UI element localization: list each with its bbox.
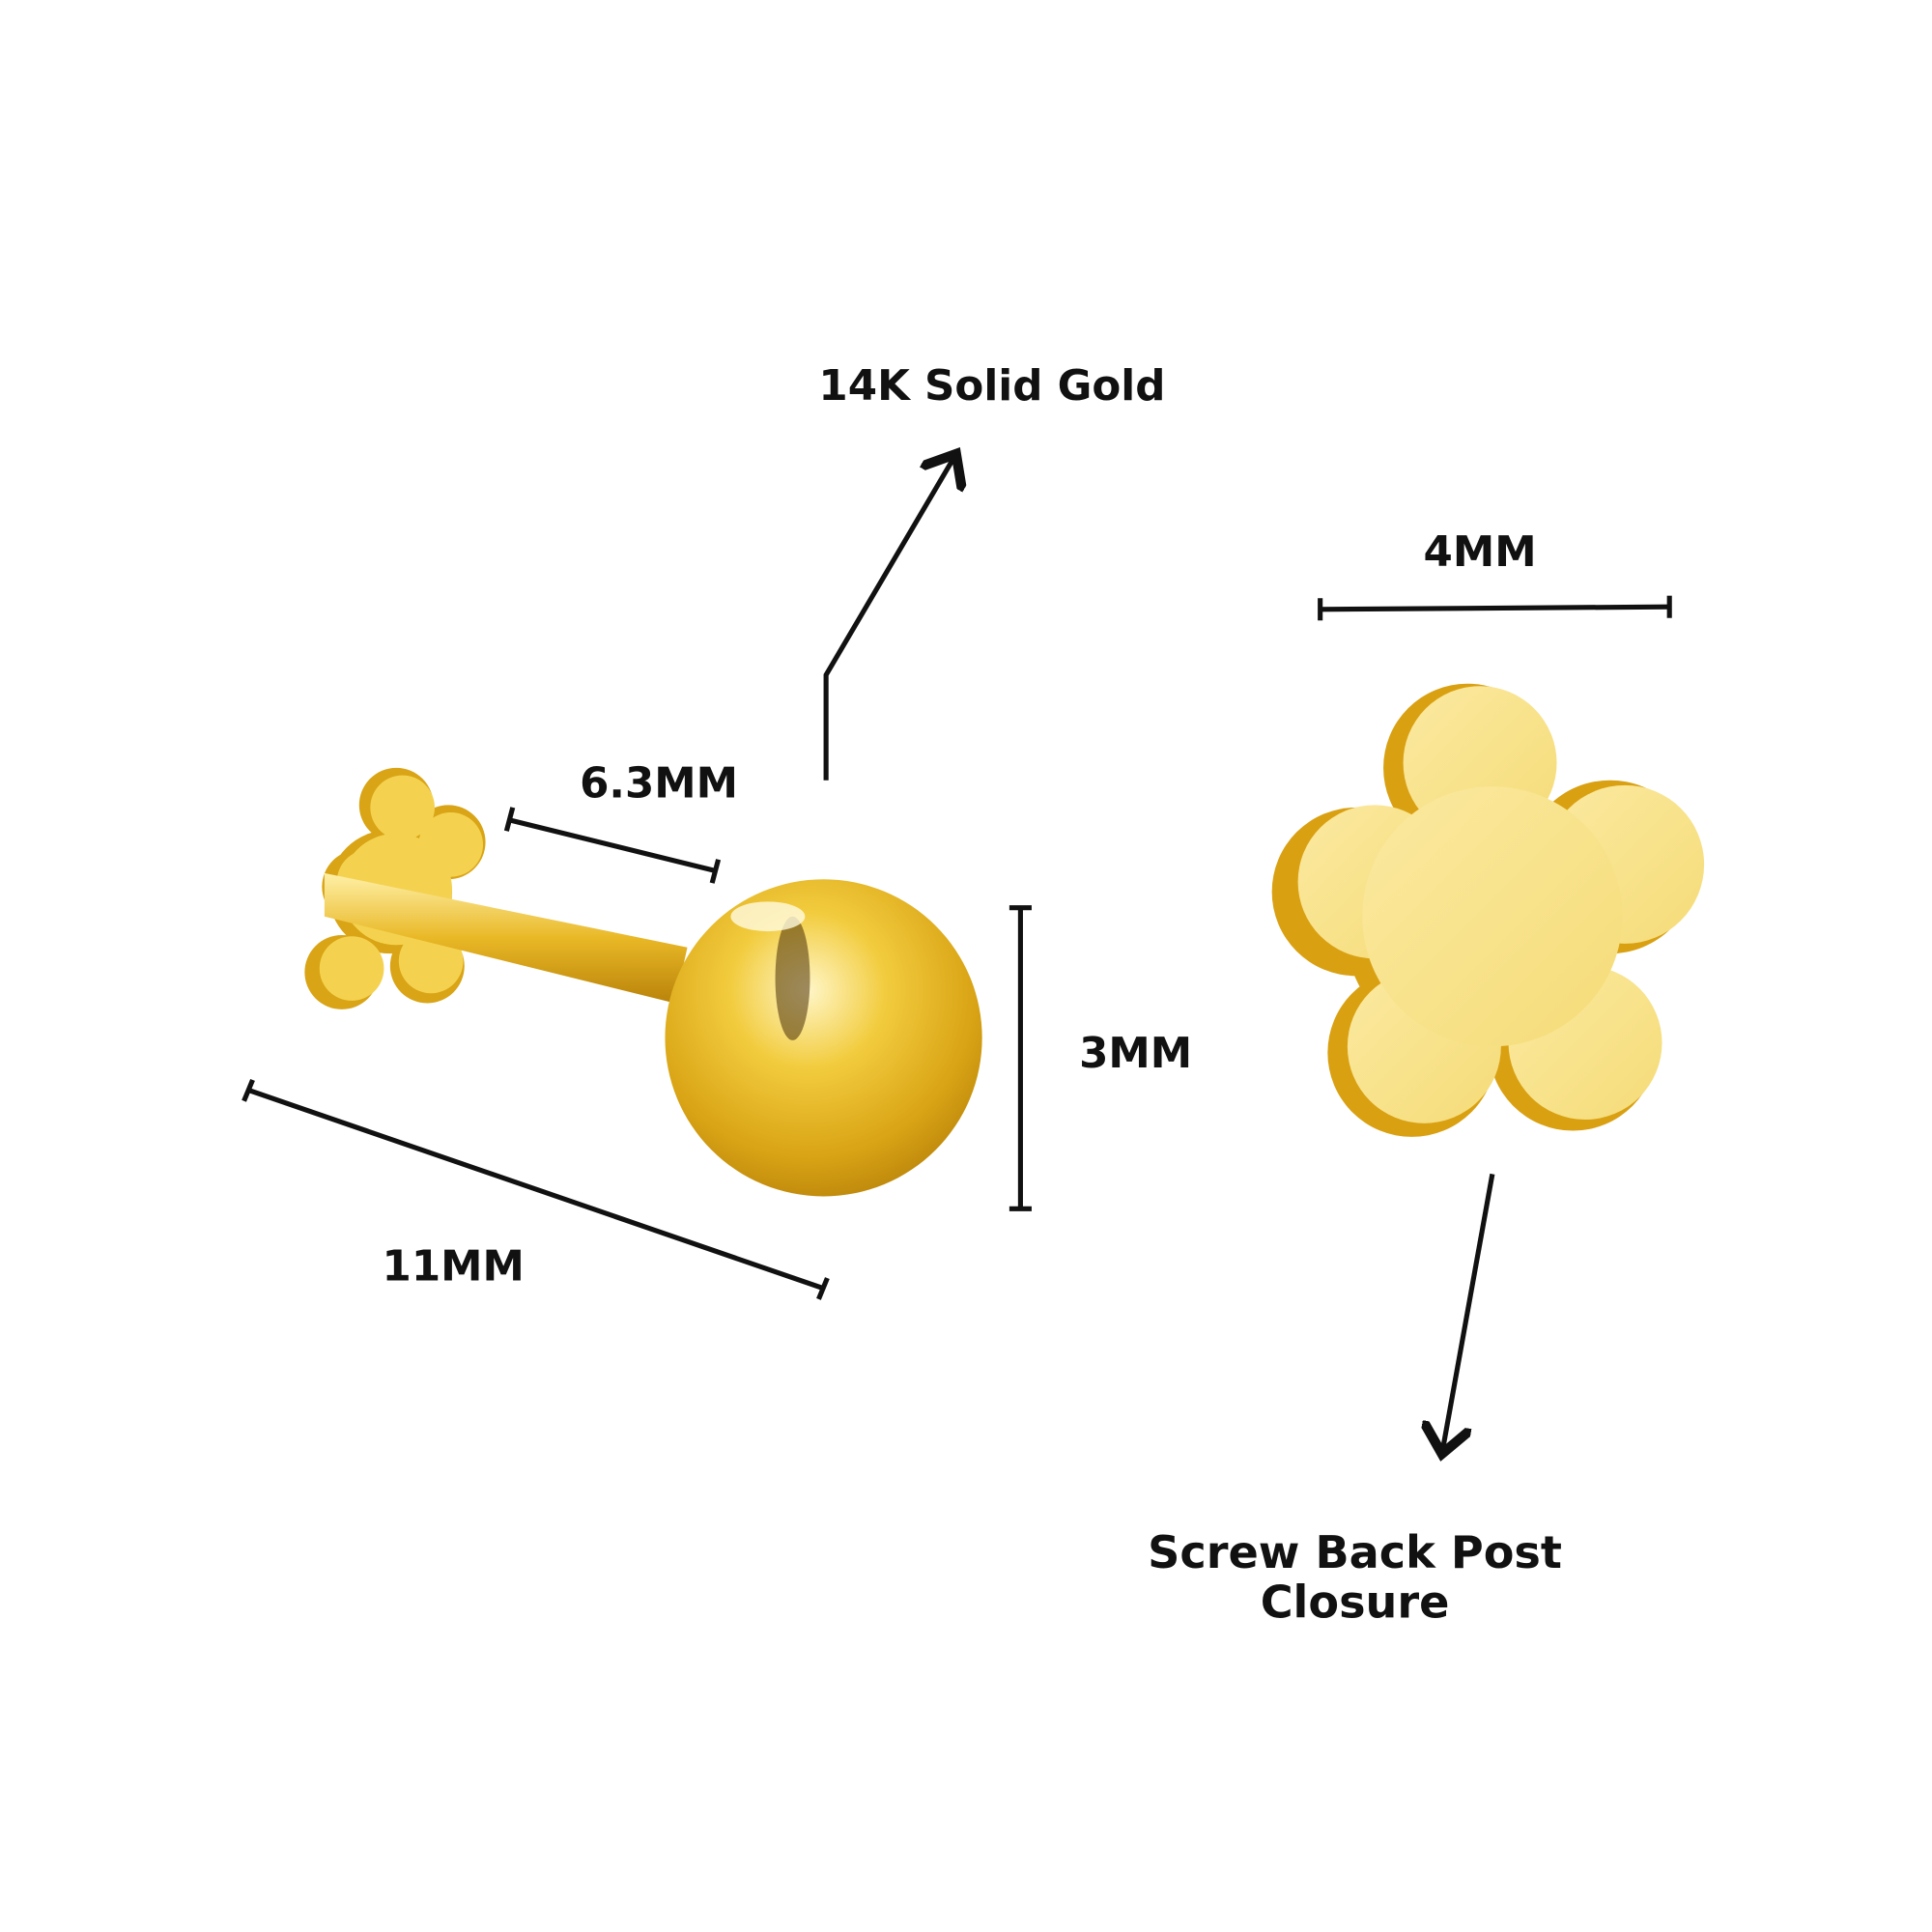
stud-post: [324, 872, 688, 1004]
ball-size-label: 3MM: [1079, 1030, 1192, 1078]
bar-length-label: 6.3MM: [580, 760, 738, 809]
ball-top: [665, 879, 982, 1197]
ball-size-line: [1009, 905, 1032, 1211]
closure-label-line2: Closure: [1261, 1576, 1450, 1628]
flower-top: [1271, 683, 1705, 1137]
flower-width-line: [1318, 595, 1672, 621]
closure-arrow: [1443, 1173, 1495, 1449]
closure-label-line1: Screw Back Post: [1148, 1526, 1562, 1578]
total-length-label: 11MM: [383, 1243, 525, 1292]
flower-width-label: 4MM: [1424, 528, 1537, 577]
bar-length-line: [503, 807, 722, 884]
material-arrow: [823, 458, 953, 781]
material-label: 14K Solid Gold: [818, 362, 1165, 411]
total-length-line: [242, 1078, 830, 1300]
